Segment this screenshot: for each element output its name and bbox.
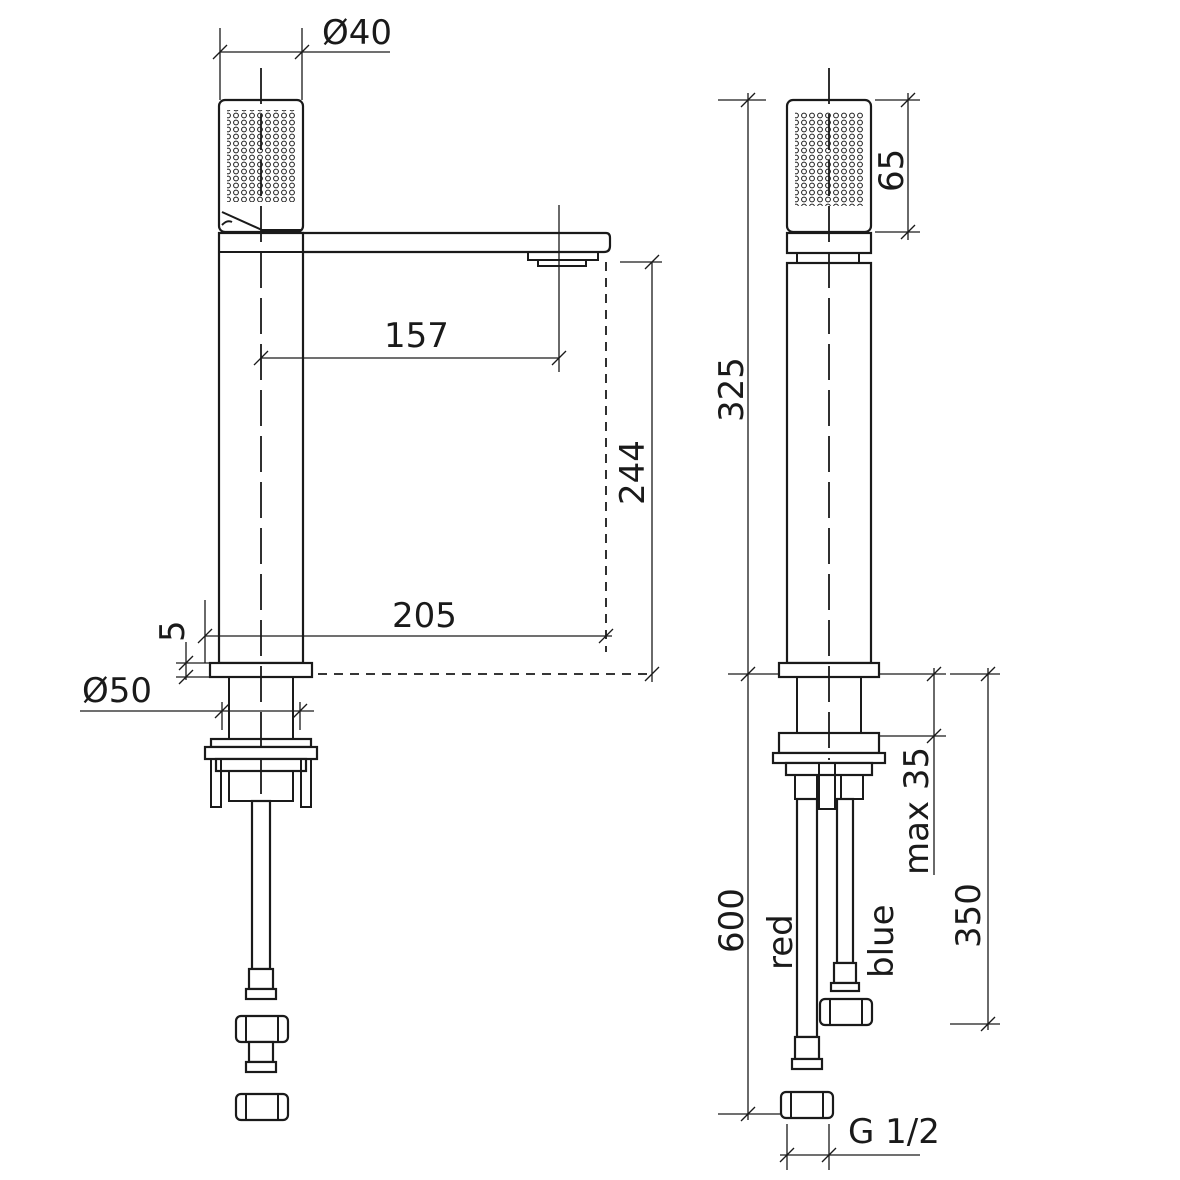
dim-157: 157 [384, 316, 449, 356]
dim-325: 325 [712, 357, 752, 422]
front-nut-2 [234, 1092, 290, 1122]
front-hose [250, 799, 272, 971]
dim-g-1-2: G 1/2 [848, 1112, 940, 1152]
dim-max-35: max 35 [897, 747, 937, 875]
label-red: red [761, 914, 801, 970]
front-dimensions [80, 28, 662, 730]
dim-600: 600 [712, 888, 752, 953]
front-spout [299, 231, 612, 254]
front-nut-1 [234, 1014, 290, 1044]
dim-dia-50: Ø50 [82, 671, 152, 711]
dim-5: 5 [153, 620, 193, 642]
side-dimensions [718, 92, 1000, 1170]
side-nut-red [779, 1090, 835, 1120]
side-hose-blue [835, 797, 855, 965]
dim-350: 350 [949, 883, 989, 948]
dim-244: 244 [613, 440, 653, 505]
front-handle-knurl [227, 110, 297, 202]
dim-dia-40: Ø40 [322, 13, 392, 53]
dim-205: 205 [392, 596, 457, 636]
dimension-texts: Ø40 157 205 Ø50 244 5 325 600 65 max 35 … [82, 13, 989, 1152]
label-blue: blue [862, 905, 902, 979]
front-view [203, 68, 650, 1122]
dim-65: 65 [872, 149, 912, 192]
side-view [771, 68, 887, 1120]
side-nut-blue [818, 997, 874, 1027]
